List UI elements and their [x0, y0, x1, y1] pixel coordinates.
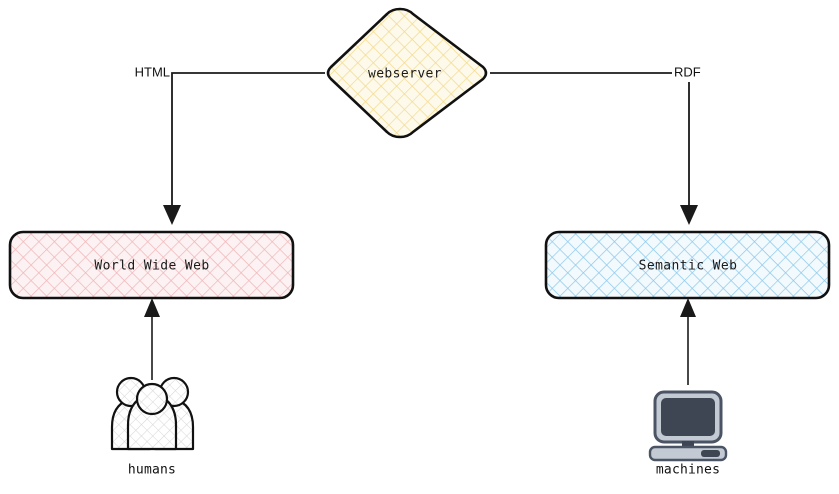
edge-label-html-backdrop — [128, 64, 170, 82]
desktop-computer-icon[interactable]: machines — [648, 390, 728, 478]
semantic-web-box-shape — [544, 230, 831, 300]
webserver-label: webserver — [368, 67, 442, 82]
semantic-web-label: Semantic Web — [639, 259, 738, 274]
person-center-head — [135, 382, 169, 416]
arrowhead-html — [163, 205, 181, 225]
monitor-stand-neck — [682, 441, 694, 448]
world-wide-web-label: World Wide Web — [94, 259, 209, 274]
edge-label-rdf: RDF — [674, 64, 701, 79]
node-webserver[interactable]: webserver — [326, 7, 488, 139]
webserver-diamond-shape — [326, 7, 488, 139]
edge-humans-to-www — [144, 298, 160, 380]
node-world-wide-web[interactable]: World Wide Web — [8, 230, 295, 300]
people-group-icon[interactable]: humans — [110, 376, 195, 478]
arrowhead-machines — [680, 298, 696, 317]
monitor-screen — [661, 398, 715, 436]
world-wide-web-box-shape — [8, 230, 295, 300]
edge-path-rdf — [490, 72, 690, 208]
edge-path-html — [171, 72, 325, 208]
edge-webserver-to-semantic-web: RDF — [490, 64, 708, 225]
arrowhead-humans — [144, 298, 160, 317]
edge-label-rdf-backdrop — [672, 64, 708, 82]
edge-machines-to-semantic-web — [680, 298, 696, 385]
arrowhead-rdf — [680, 205, 698, 225]
machines-caption: machines — [656, 463, 720, 478]
humans-caption: humans — [128, 463, 176, 478]
edge-label-html: HTML — [135, 64, 170, 79]
node-semantic-web[interactable]: Semantic Web — [544, 230, 831, 300]
computer-base-trackpad — [701, 450, 720, 457]
edge-webserver-to-www: HTML — [128, 64, 325, 225]
